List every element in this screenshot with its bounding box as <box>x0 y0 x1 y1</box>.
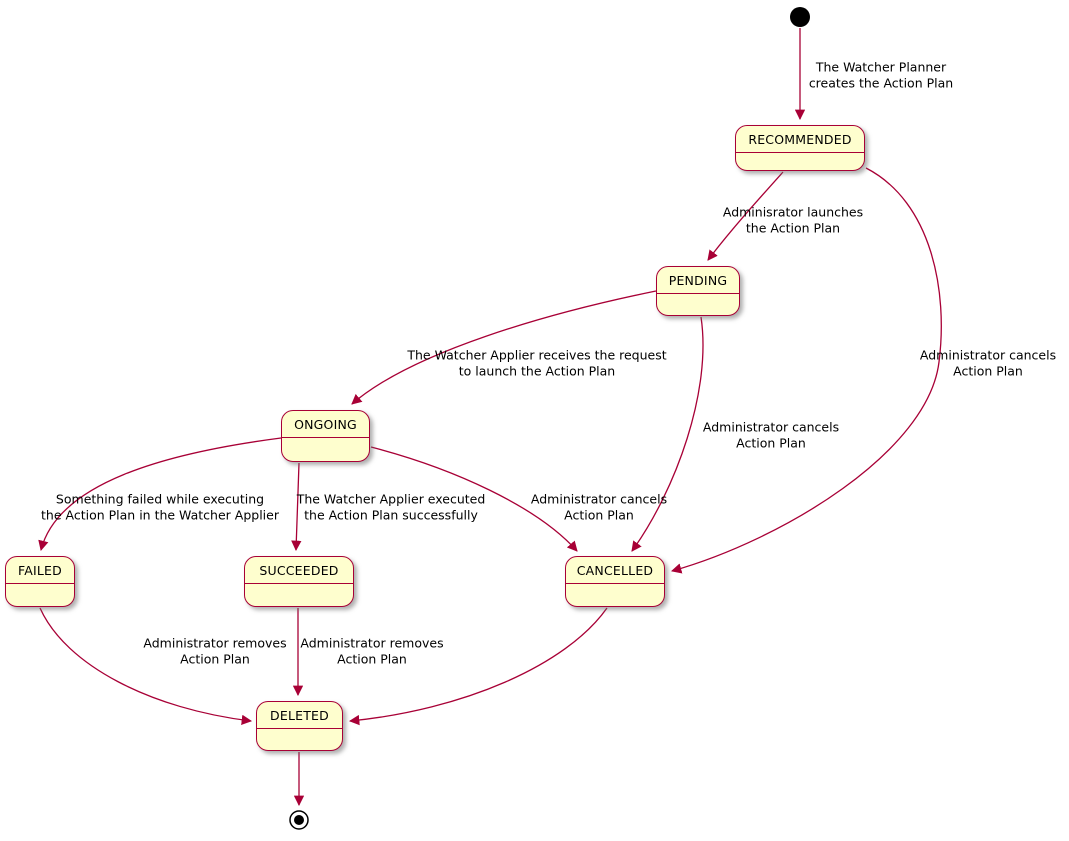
edge-label-line: Action Plan <box>337 651 407 666</box>
state-cancelled: CANCELLED <box>565 556 665 607</box>
initial-state-icon <box>790 7 810 27</box>
edge-label-succeeded-deleted: Administrator removes Action Plan <box>300 636 443 667</box>
edge-cancelled-to-deleted <box>348 607 608 726</box>
state-pending-label: PENDING <box>668 272 728 288</box>
state-recommended: RECOMMENDED <box>735 125 865 171</box>
state-deleted: DELETED <box>256 701 343 751</box>
edge-label-initial-recommended: The Watcher Planner creates the Action P… <box>809 60 953 91</box>
edge-label-line: Action Plan <box>564 507 634 522</box>
state-cancelled-label: CANCELLED <box>576 562 654 578</box>
edge-pending-to-ongoing <box>351 290 657 405</box>
edge-ongoing-to-failed <box>38 437 282 552</box>
edge-label-line: Something failed while executing <box>55 491 265 507</box>
edge-label-line: Administrator cancels <box>702 419 840 435</box>
edge-ongoing-to-cancelled <box>370 446 578 552</box>
edge-label-line: The Watcher Applier receives the request <box>407 347 667 363</box>
state-pending-body <box>657 293 739 315</box>
edge-pending-to-cancelled <box>631 316 704 552</box>
edge-label-ongoing-cancelled: Administrator cancels Action Plan <box>531 492 667 523</box>
edge-label-line: the Action Plan in the Watcher Applier <box>41 507 279 522</box>
edge-label-line: Administrator removes <box>300 635 444 651</box>
state-ongoing-body <box>282 437 369 461</box>
edge-label-pending-ongoing: The Watcher Applier receives the request… <box>407 348 666 379</box>
state-ongoing-label: ONGOING <box>294 416 357 432</box>
edge-label-line: Administrator removes <box>143 635 287 651</box>
edge-recommended-to-cancelled <box>670 167 942 574</box>
state-failed-label: FAILED <box>18 562 62 578</box>
edge-label-line: Action Plan <box>180 651 250 666</box>
state-succeeded: SUCCEEDED <box>244 556 354 607</box>
edge-label-line: Adminisrator launches <box>722 204 864 220</box>
state-deleted-body <box>257 728 342 750</box>
edge-label-line: to launch the Action Plan <box>458 363 616 378</box>
edge-label-ongoing-succeeded: The Watcher Applier executed the Action … <box>297 492 486 523</box>
edge-label-failed-deleted: Administrator removes Action Plan <box>143 636 286 667</box>
edge-recommended-to-pending <box>707 171 784 261</box>
edge-label-recommended-cancelled: Administrator cancels Action Plan <box>920 348 1056 379</box>
edge-label-line: Action Plan <box>736 435 806 450</box>
state-recommended-label: RECOMMENDED <box>748 131 852 147</box>
edge-label-line: Administrator cancels <box>530 491 668 507</box>
edge-label-line: Administrator cancels <box>919 347 1057 363</box>
state-succeeded-label: SUCCEEDED <box>259 562 339 578</box>
state-ongoing: ONGOING <box>281 410 370 462</box>
edge-label-line: The Watcher Applier executed <box>296 491 486 507</box>
edge-label-line: Action Plan <box>953 363 1023 378</box>
state-failed-body <box>6 583 74 606</box>
state-succeeded-body <box>245 583 353 606</box>
state-pending: PENDING <box>656 266 740 316</box>
edge-label-line: the Action Plan <box>745 220 841 235</box>
state-failed: FAILED <box>5 556 75 607</box>
edge-label-recommended-pending: Adminisrator launches the Action Plan <box>723 205 863 236</box>
final-state-dot-icon <box>294 815 304 825</box>
edge-failed-to-deleted <box>39 607 253 726</box>
state-deleted-label: DELETED <box>270 707 329 723</box>
edge-label-ongoing-failed: Something failed while executing the Act… <box>41 492 279 523</box>
state-cancelled-body <box>566 583 664 606</box>
edge-label-pending-cancelled: Administrator cancels Action Plan <box>703 420 839 451</box>
edge-label-line: creates the Action Plan <box>808 75 954 90</box>
state-recommended-body <box>736 152 864 170</box>
edge-ongoing-to-succeeded <box>291 462 302 552</box>
edge-label-line: the Action Plan successfully <box>304 507 478 522</box>
edge-label-line: The Watcher Planner <box>815 59 947 75</box>
